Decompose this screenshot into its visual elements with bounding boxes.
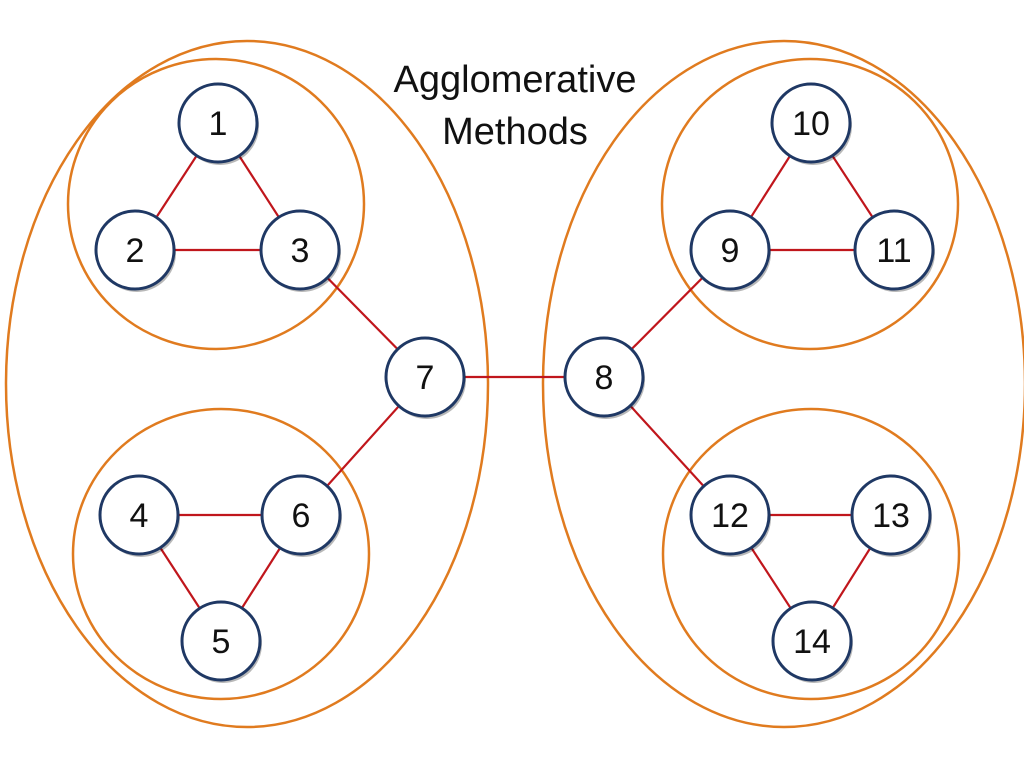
node-10: 10 xyxy=(770,82,852,165)
node-4-label: 4 xyxy=(130,497,149,535)
node-6: 6 xyxy=(260,474,342,557)
cluster-left-large xyxy=(4,39,490,729)
node-5: 5 xyxy=(180,600,262,683)
node-2-label: 2 xyxy=(126,232,145,270)
cluster-9-10-11 xyxy=(660,57,960,351)
node-14-label: 14 xyxy=(793,623,831,661)
edges-layer xyxy=(134,122,895,642)
node-13-label: 13 xyxy=(872,497,910,535)
node-11-circle xyxy=(853,209,935,291)
node-9-label: 9 xyxy=(721,232,740,270)
node-7-label: 7 xyxy=(416,359,435,397)
node-4-circle xyxy=(98,474,180,556)
node-2-circle xyxy=(94,209,176,291)
clusters-layer xyxy=(4,39,1024,729)
cluster-12-13-14 xyxy=(661,407,961,701)
cluster-4-5-6 xyxy=(71,407,371,701)
title-line-2: Methods xyxy=(442,111,588,153)
node-8-circle xyxy=(563,336,645,418)
node-11-label: 11 xyxy=(876,232,911,270)
node-3-circle xyxy=(259,209,341,291)
node-5-circle xyxy=(180,600,262,682)
title-line-1: Agglomerative xyxy=(394,59,637,101)
node-12-circle xyxy=(689,474,771,556)
node-1: 1 xyxy=(177,82,259,165)
cluster-1-2-3 xyxy=(66,57,366,351)
node-11: 11 xyxy=(853,209,935,292)
node-9: 9 xyxy=(689,209,771,292)
node-12-label: 12 xyxy=(711,497,749,535)
node-9-circle xyxy=(689,209,771,291)
node-4: 4 xyxy=(98,474,180,557)
node-6-circle xyxy=(260,474,342,556)
node-12: 12 xyxy=(689,474,771,557)
node-3-label: 3 xyxy=(291,232,310,270)
node-6-label: 6 xyxy=(292,497,311,535)
node-2: 2 xyxy=(94,209,176,292)
node-7-circle xyxy=(384,336,466,418)
node-13-circle xyxy=(850,474,932,556)
cluster-right-large xyxy=(541,39,1024,729)
node-1-label: 1 xyxy=(209,105,228,143)
node-14-circle xyxy=(771,600,853,682)
node-10-label: 10 xyxy=(792,105,830,143)
node-13: 13 xyxy=(850,474,932,557)
node-10-circle xyxy=(770,82,852,164)
node-1-circle xyxy=(177,82,259,164)
node-7: 7 xyxy=(384,336,466,419)
diagram-title: Agglomerative Methods xyxy=(394,59,637,153)
node-3: 3 xyxy=(259,209,341,292)
node-5-label: 5 xyxy=(212,623,231,661)
node-8: 8 xyxy=(563,336,645,419)
node-14: 14 xyxy=(771,600,853,683)
node-8-label: 8 xyxy=(595,359,614,397)
